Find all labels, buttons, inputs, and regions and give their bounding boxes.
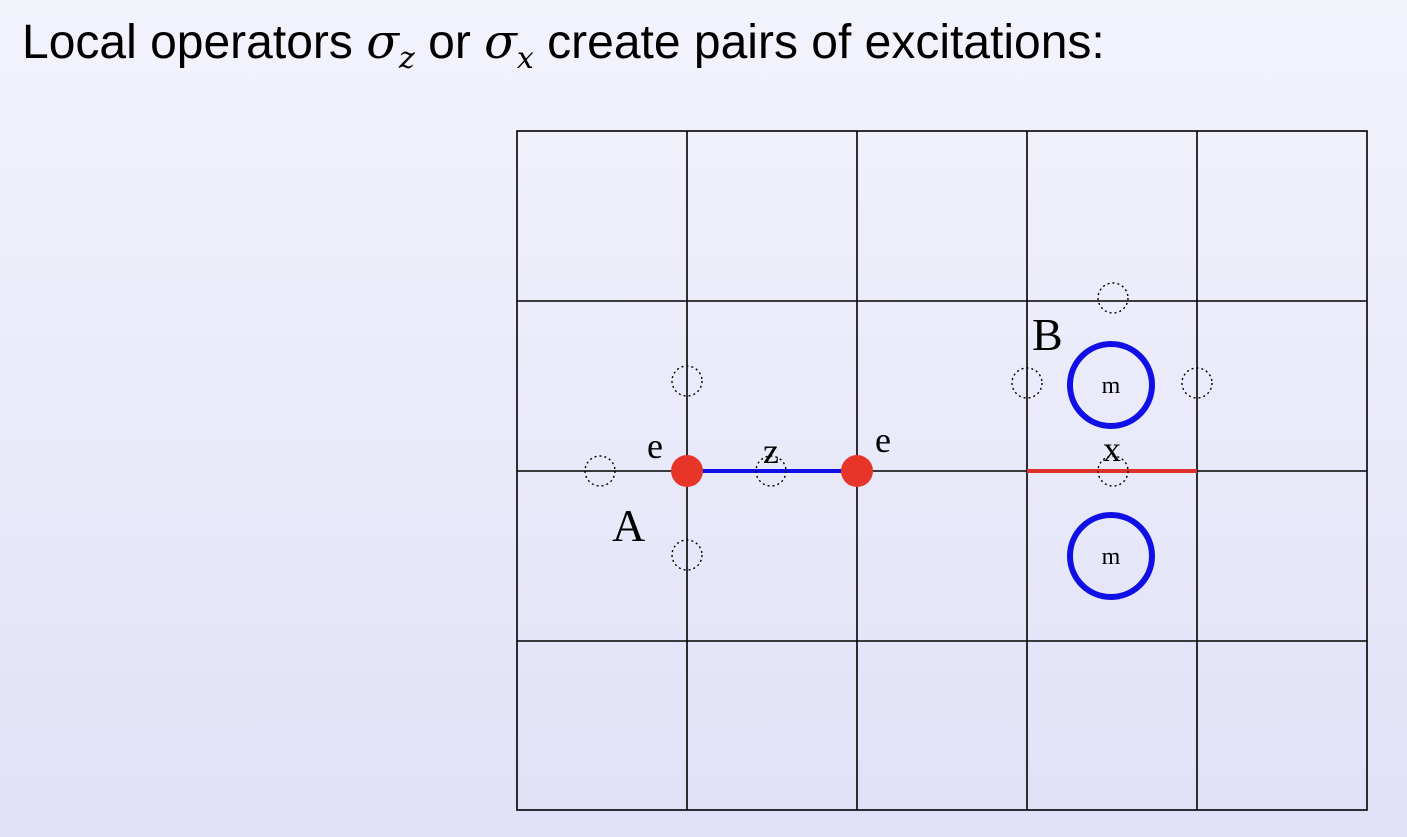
magnetic-label-top: m: [1102, 373, 1121, 399]
z-link-label: z: [763, 431, 779, 471]
dotted-spin-a-right: [755, 455, 787, 487]
electric-charge-left: [671, 455, 703, 487]
electric-charge-right: [841, 455, 873, 487]
x-link-label: x: [1103, 429, 1121, 469]
dotted-spin-b-bottom: [1097, 455, 1129, 487]
site-b-label: B: [1032, 309, 1063, 360]
dotted-spin-a-left: [584, 455, 616, 487]
dotted-spin-b-right: [1181, 367, 1213, 399]
lattice-grid: [516, 130, 1368, 811]
title-prefix: Local operators: [22, 16, 367, 69]
magnetic-flux-top: [1067, 341, 1155, 429]
title-mid: or: [414, 16, 485, 69]
magnetic-flux-bottom: [1067, 512, 1155, 600]
dotted-spin-b-left: [1011, 367, 1043, 399]
sigma-z-operator: σz: [366, 14, 415, 76]
site-a-label: A: [612, 500, 645, 551]
dotted-spin-a-top: [671, 365, 703, 397]
title-suffix: create pairs of excitations:: [533, 16, 1105, 69]
electric-label-left: e: [647, 426, 663, 466]
dotted-spin-b-top: [1097, 282, 1129, 314]
electric-label-right: e: [875, 420, 891, 460]
sigma-x-operator: σx: [484, 14, 534, 76]
magnetic-label-bottom: m: [1102, 544, 1121, 570]
dotted-spin-a-bottom: [671, 539, 703, 571]
slide-title: Local operators σz or σx create pairs of…: [22, 14, 1105, 76]
